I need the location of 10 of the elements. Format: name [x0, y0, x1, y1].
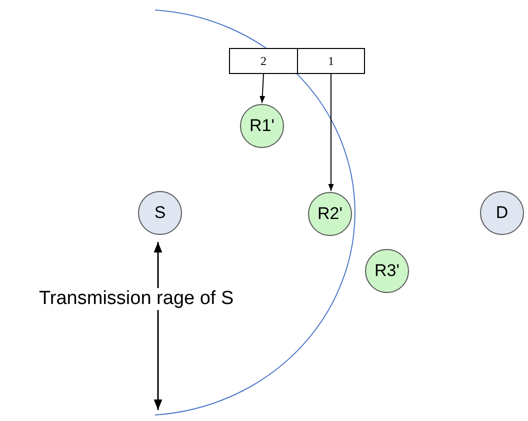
- node-circle: S: [138, 191, 182, 235]
- node-circle: R2': [308, 192, 352, 236]
- node-circle: D: [480, 191, 524, 235]
- node-circle: R3': [365, 249, 409, 293]
- table-cell: 2: [229, 48, 298, 74]
- node-circle: R1': [240, 104, 284, 148]
- table-cell: 1: [297, 48, 365, 74]
- range-label: Transmission rage of S: [39, 288, 234, 310]
- arrow: [328, 74, 334, 192]
- arrow: [260, 74, 266, 104]
